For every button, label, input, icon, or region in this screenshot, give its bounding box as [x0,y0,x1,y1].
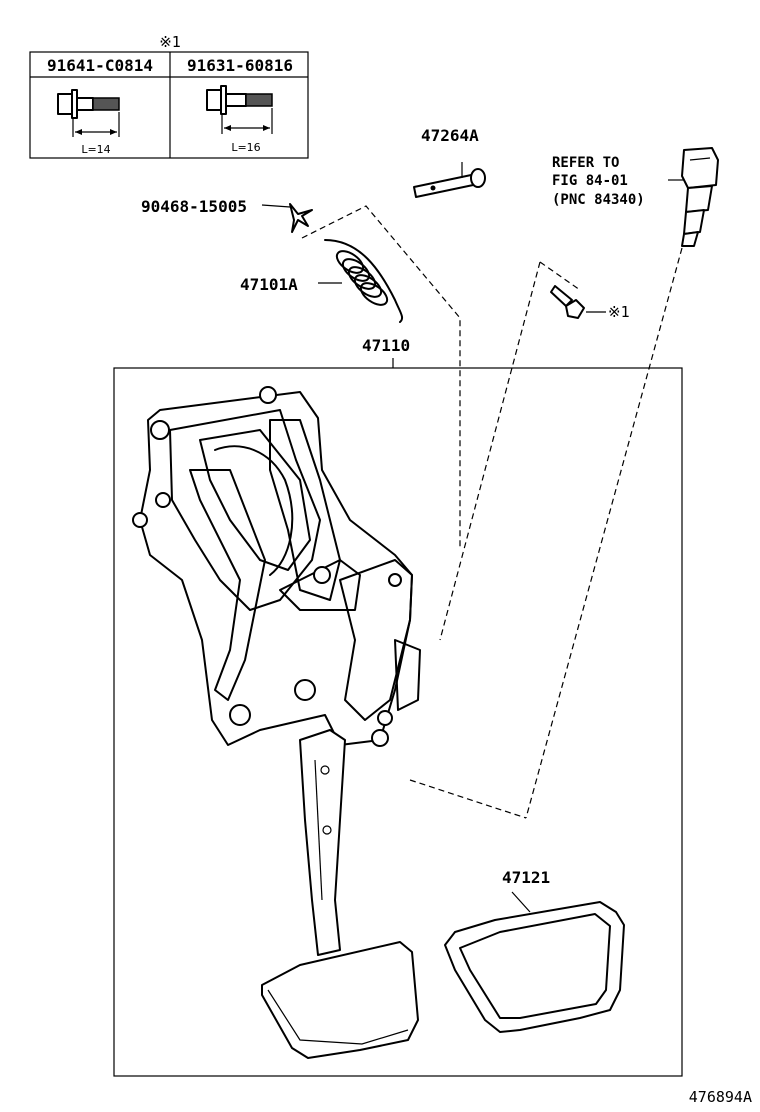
label-bolt-mark: ※1 [608,303,630,321]
svg-text:FIG 84-01: FIG 84-01 [552,173,628,189]
svg-text:REFER TO: REFER TO [552,155,619,171]
table-length-2: L=16 [231,141,260,154]
pedal-pin [413,162,486,198]
assembly-frame [113,367,683,1077]
assembly-line-switch-lower [409,779,527,819]
table-header-mark: ※1 [159,33,181,51]
flange-bolt-icon [206,85,273,134]
table-part-number-2: 91631-60816 [187,56,293,75]
assembly-line-bolt-lower [439,261,541,641]
assembly-line-pin [301,205,461,550]
label-pad: 47121 [502,868,550,887]
pedal-foot-plate [261,941,419,1059]
assembly-line-bolt [539,261,581,291]
table-length-1: L=14 [81,143,110,156]
label-spring: 47101A [240,275,298,294]
table-part-number-1: 91641-C0814 [47,56,153,75]
stop-lamp-switch [668,147,719,247]
retaining-clip [261,203,313,233]
assembly-line-switch [525,247,683,819]
return-spring [318,239,404,323]
label-assembly: 47110 [362,336,410,355]
label-clip: 90468-15005 [141,197,247,216]
pedal-arm [299,729,346,956]
svg-text:(PNC 84340): (PNC 84340) [552,192,645,208]
fastener-table: ※1 91641-C0814 91631-60816 L=14 [29,33,309,159]
pedal-bracket [132,386,421,747]
reference-note: REFER TO FIG 84-01 (PNC 84340) [552,155,645,208]
pedal-pad [444,891,625,1033]
label-pin: 47264A [421,126,479,145]
figure-id: 476894A [689,1088,752,1106]
mounting-bolt [550,285,606,319]
flange-bolt-icon [57,89,120,137]
